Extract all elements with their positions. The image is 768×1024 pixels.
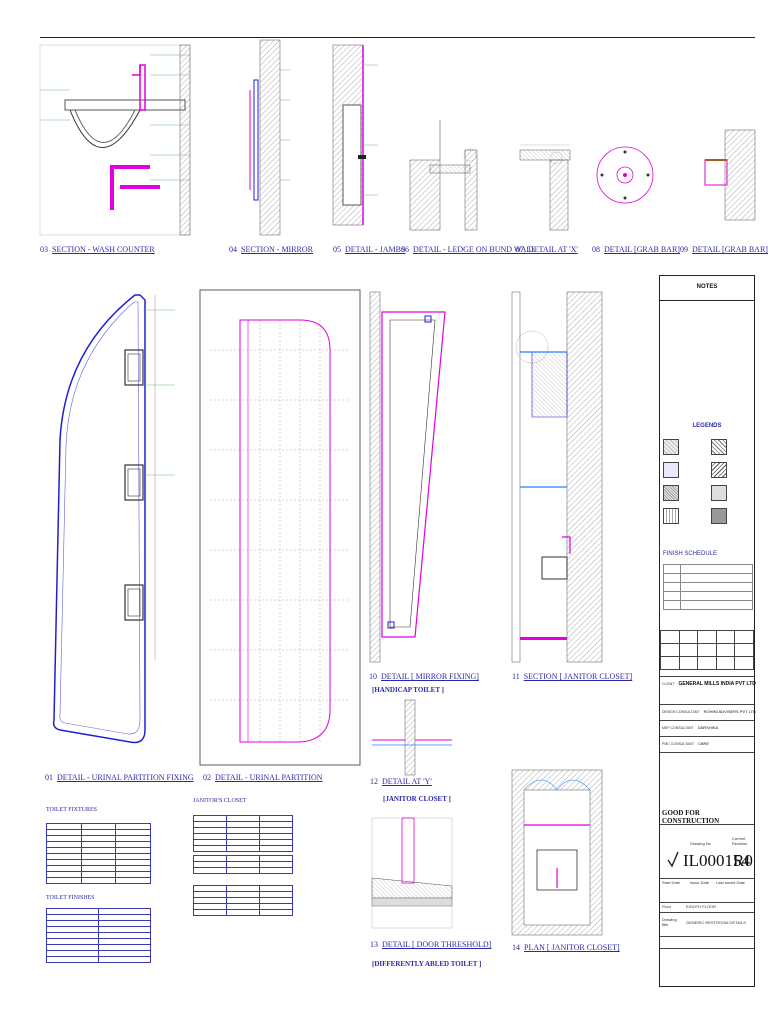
jambs-drawing [332, 44, 378, 226]
subcaption-at-y: [JANITOR CLOSET ] [383, 795, 451, 803]
wash-counter-drawing [39, 44, 191, 236]
divider [660, 704, 754, 705]
divider [660, 902, 754, 903]
toilet-finishes-title: TOILET FINISHES [46, 895, 95, 901]
at-y-drawing [372, 699, 452, 776]
door-threshold-drawing [371, 817, 453, 929]
floor-value: EIGHTH FLOOR [686, 904, 717, 909]
revision-table [660, 630, 754, 670]
toilet-finishes-table [46, 908, 151, 963]
janitors-closet-table-3 [193, 885, 293, 916]
drawing-title-label: Drawing title [662, 917, 677, 927]
status-stamp: GOOD FOR CONSTRUCTION [662, 809, 720, 825]
janitors-closet-title: JANITOR'S CLOSET [193, 798, 247, 804]
janitor-plan-drawing [511, 769, 603, 936]
ledge-drawing [409, 120, 478, 231]
divider [660, 824, 754, 825]
last-saved-label: Last saved Date [716, 880, 745, 885]
janitor-section-drawing [511, 291, 603, 663]
janitors-closet-table-1 [193, 815, 293, 852]
mirror-fixing-drawing [369, 291, 446, 663]
drawing-no-label: Drawing No [690, 841, 711, 846]
status-check-icon [667, 851, 679, 868]
start-date-label: Start Date [662, 880, 681, 885]
finish-schedule-table [663, 564, 753, 610]
divider [660, 720, 754, 721]
divider [660, 752, 754, 753]
grab-bar-section-drawing [704, 129, 756, 221]
sheet-top-border [40, 37, 755, 38]
legends-heading: LEGENDS [692, 423, 722, 429]
drawing-number: IL000154 [683, 851, 751, 870]
janitors-closet-table-2 [193, 855, 293, 874]
floor-label: Floor [662, 904, 672, 909]
issue-date-label: Issue Date [690, 880, 710, 885]
mirror-section-drawing [249, 39, 290, 236]
at-x-drawing [519, 144, 571, 231]
revision-label: Current Revision [732, 836, 748, 846]
toilet-fixtures-table [46, 823, 151, 884]
finish-schedule-heading: FINISH SCHEDULE [663, 551, 718, 557]
toilet-fixtures-title: TOILET FIXTURES [46, 807, 97, 813]
urinal-partition-drawing [199, 289, 361, 766]
divider [660, 912, 754, 913]
legend-grid [663, 439, 753, 531]
divider [660, 948, 754, 949]
revision-number: R0 [733, 851, 753, 870]
divider [660, 878, 754, 879]
divider [660, 736, 754, 737]
divider [660, 676, 754, 677]
divider [660, 936, 754, 937]
subcaption-door-threshold: [DIFFERENTLY ABLED TOILET ] [372, 960, 482, 968]
grab-bar-plan-drawing [596, 146, 654, 204]
drawing-title-value: GENERIC RESTROOM DETAILS [686, 920, 746, 925]
notes-heading: NOTES [660, 276, 754, 301]
urinal-fixing-drawing [52, 294, 175, 744]
subcaption-mirror-fixing: [HANDICAP TOILET ] [372, 686, 444, 694]
